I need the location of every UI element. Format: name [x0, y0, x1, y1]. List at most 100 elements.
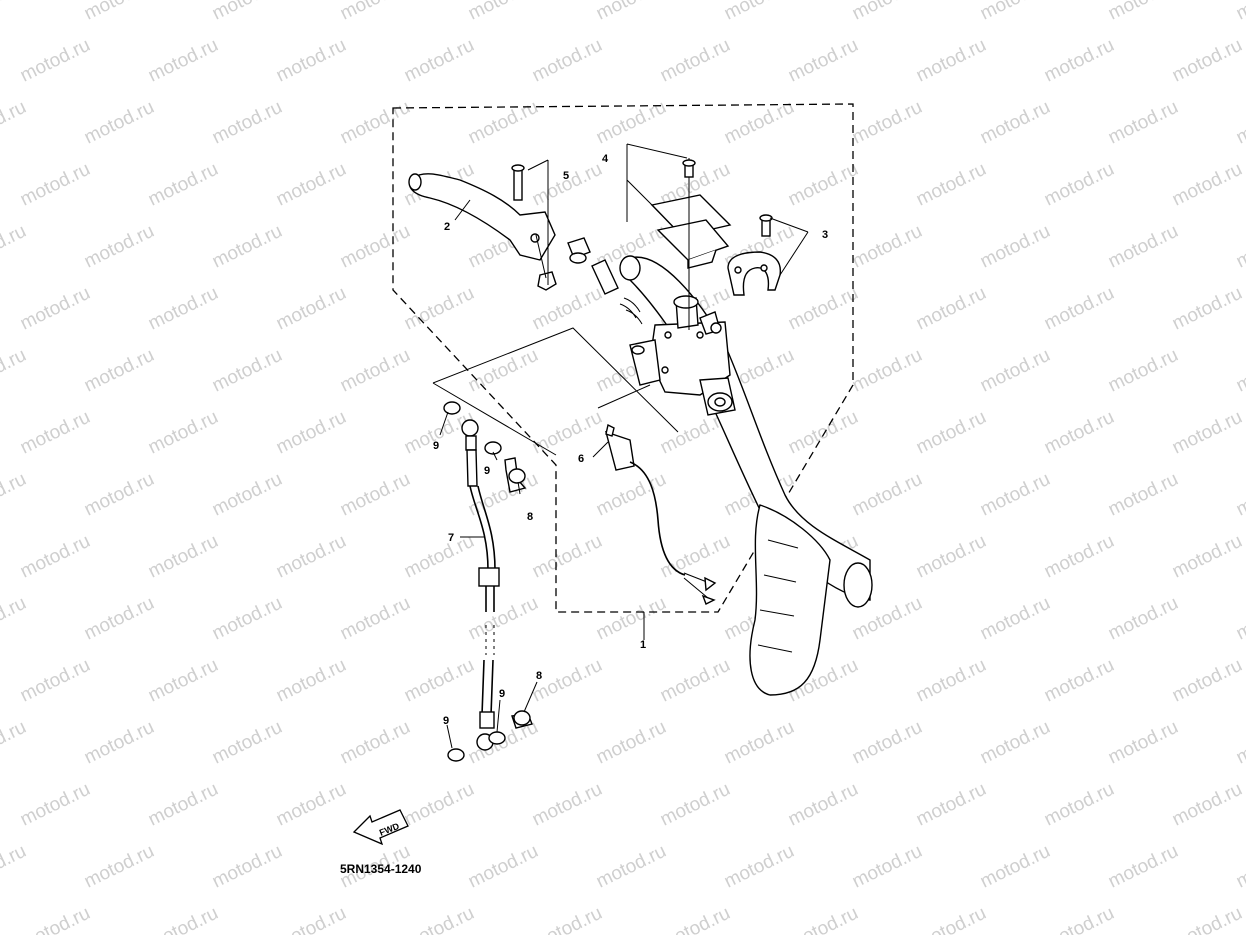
watermark-text: motod.ru [977, 841, 1054, 893]
watermark-text: motod.ru [849, 717, 926, 769]
watermark-text: motod.ru [1233, 841, 1246, 893]
watermark-text: motod.ru [913, 531, 990, 583]
watermark-text: motod.ru [977, 0, 1054, 24]
fwd-arrow-icon: FWD [352, 809, 409, 846]
watermark-text: motod.ru [1169, 407, 1246, 459]
watermark-text: motod.ru [721, 841, 798, 893]
watermark-text: motod.ru [1041, 159, 1118, 211]
watermark-text: motod.ru [1169, 903, 1246, 935]
watermark-text: motod.ru [657, 903, 734, 935]
watermark-text: motod.ru [81, 221, 158, 273]
watermark-text: motod.ru [1169, 655, 1246, 707]
watermark-text: motod.ru [1105, 841, 1182, 893]
watermark-text: motod.ru [401, 35, 478, 87]
watermark-text: motod.ru [1041, 779, 1118, 831]
watermark-text: motod.ru [721, 717, 798, 769]
watermark-text: motod.ru [785, 407, 862, 459]
watermark-text: motod.ru [145, 35, 222, 87]
watermark-text: motod.ru [913, 407, 990, 459]
watermark-text: motod.ru [1233, 0, 1246, 24]
watermark-text: motod.ru [337, 0, 414, 24]
watermark-text: motod.ru [593, 469, 670, 521]
watermark-text: motod.ru [465, 0, 542, 24]
brake-hose [461, 419, 500, 751]
watermark-text: motod.ru [593, 593, 670, 645]
watermark-text: motod.ru [1169, 283, 1246, 335]
master-cylinder [629, 295, 736, 416]
watermark-text: motod.ru [81, 0, 158, 24]
watermark-text: motod.ru [977, 221, 1054, 273]
assembly-boundary [392, 103, 854, 613]
watermark-text: motod.ru [401, 903, 478, 935]
piston-kit [567, 237, 643, 325]
watermark-text: motod.ru [465, 345, 542, 397]
watermark-text: motod.ru [465, 593, 542, 645]
watermark-text: motod.ru [529, 903, 606, 935]
watermark-text: motod.ru [337, 469, 414, 521]
watermark-text: motod.ru [17, 655, 94, 707]
watermark-text: motod.ru [785, 779, 862, 831]
watermark-text: motod.ru [529, 531, 606, 583]
watermark-text: motod.ru [81, 717, 158, 769]
callout-label-7: 7 [448, 532, 454, 544]
callout-label-8a: 8 [527, 511, 533, 523]
watermark-text: motod.ru [977, 593, 1054, 645]
watermark-text: motod.ru [1105, 221, 1182, 273]
watermark-text: motod.ru [1169, 35, 1246, 87]
callout-label-2: 2 [444, 221, 450, 233]
watermark-text: motod.ru [273, 283, 350, 335]
watermark-text: motod.ru [145, 655, 222, 707]
watermark-text: motod.ru [785, 159, 862, 211]
watermark-text: motod.ru [1105, 717, 1182, 769]
watermark-text: motod.ru [0, 0, 30, 24]
callout-label-9c: 9 [443, 715, 449, 727]
watermark-text: motod.ru [593, 0, 670, 24]
watermark-text: motod.ru [145, 159, 222, 211]
watermark-text: motod.ru [593, 97, 670, 149]
watermark-text: motod.ru [0, 593, 30, 645]
watermark-text: motod.ru [1105, 0, 1182, 24]
watermark-text: motod.ru [401, 655, 478, 707]
callout-leaders [432, 143, 809, 749]
callout-label-8b: 8 [536, 670, 542, 682]
callout-label-5: 5 [563, 170, 569, 182]
reservoir-cover [650, 158, 732, 330]
watermark-text: motod.ru [1041, 531, 1118, 583]
watermark-text: motod.ru [657, 35, 734, 87]
watermark-text: motod.ru [1233, 345, 1246, 397]
watermark-text: motod.ru [657, 531, 734, 583]
watermark-text: motod.ru [209, 0, 286, 24]
callout-label-4: 4 [602, 153, 609, 165]
watermark-text: motod.ru [17, 159, 94, 211]
callout-label-1: 1 [640, 639, 646, 651]
watermark-text: motod.ru [529, 779, 606, 831]
watermark-text: motod.ru [337, 97, 414, 149]
watermark-text: motod.ru [593, 841, 670, 893]
watermark-text: motod.ru [977, 469, 1054, 521]
watermark-text: motod.ru [401, 283, 478, 335]
watermark-text: motod.ru [1233, 221, 1246, 273]
watermark-text: motod.ru [529, 159, 606, 211]
watermark-text: motod.ru [913, 779, 990, 831]
watermark-text: motod.ru [721, 0, 798, 24]
watermark-text: motod.ru [81, 469, 158, 521]
watermark-text: motod.ru [0, 717, 30, 769]
watermark-text: motod.ru [209, 717, 286, 769]
watermark-text: motod.ru [337, 221, 414, 273]
watermark-text: motod.ru [81, 345, 158, 397]
watermark-text: motod.ru [81, 593, 158, 645]
callout-label-9d: 9 [499, 688, 505, 700]
watermark-text: motod.ru [913, 283, 990, 335]
brake-switch [604, 423, 717, 605]
watermark-text: motod.ru [0, 97, 30, 149]
watermark-text: motod.ru [17, 903, 94, 935]
watermark-text: motod.ru [1041, 903, 1118, 935]
watermark-text: motod.ru [849, 469, 926, 521]
watermark-text: motod.ru [273, 35, 350, 87]
watermark-text: motod.ru [209, 97, 286, 149]
watermark-text: motod.ru [657, 655, 734, 707]
watermark-text: motod.ru [1105, 345, 1182, 397]
watermark-text: motod.ru [0, 841, 30, 893]
watermark-text: motod.ru [977, 97, 1054, 149]
watermark-text: motod.ru [849, 345, 926, 397]
